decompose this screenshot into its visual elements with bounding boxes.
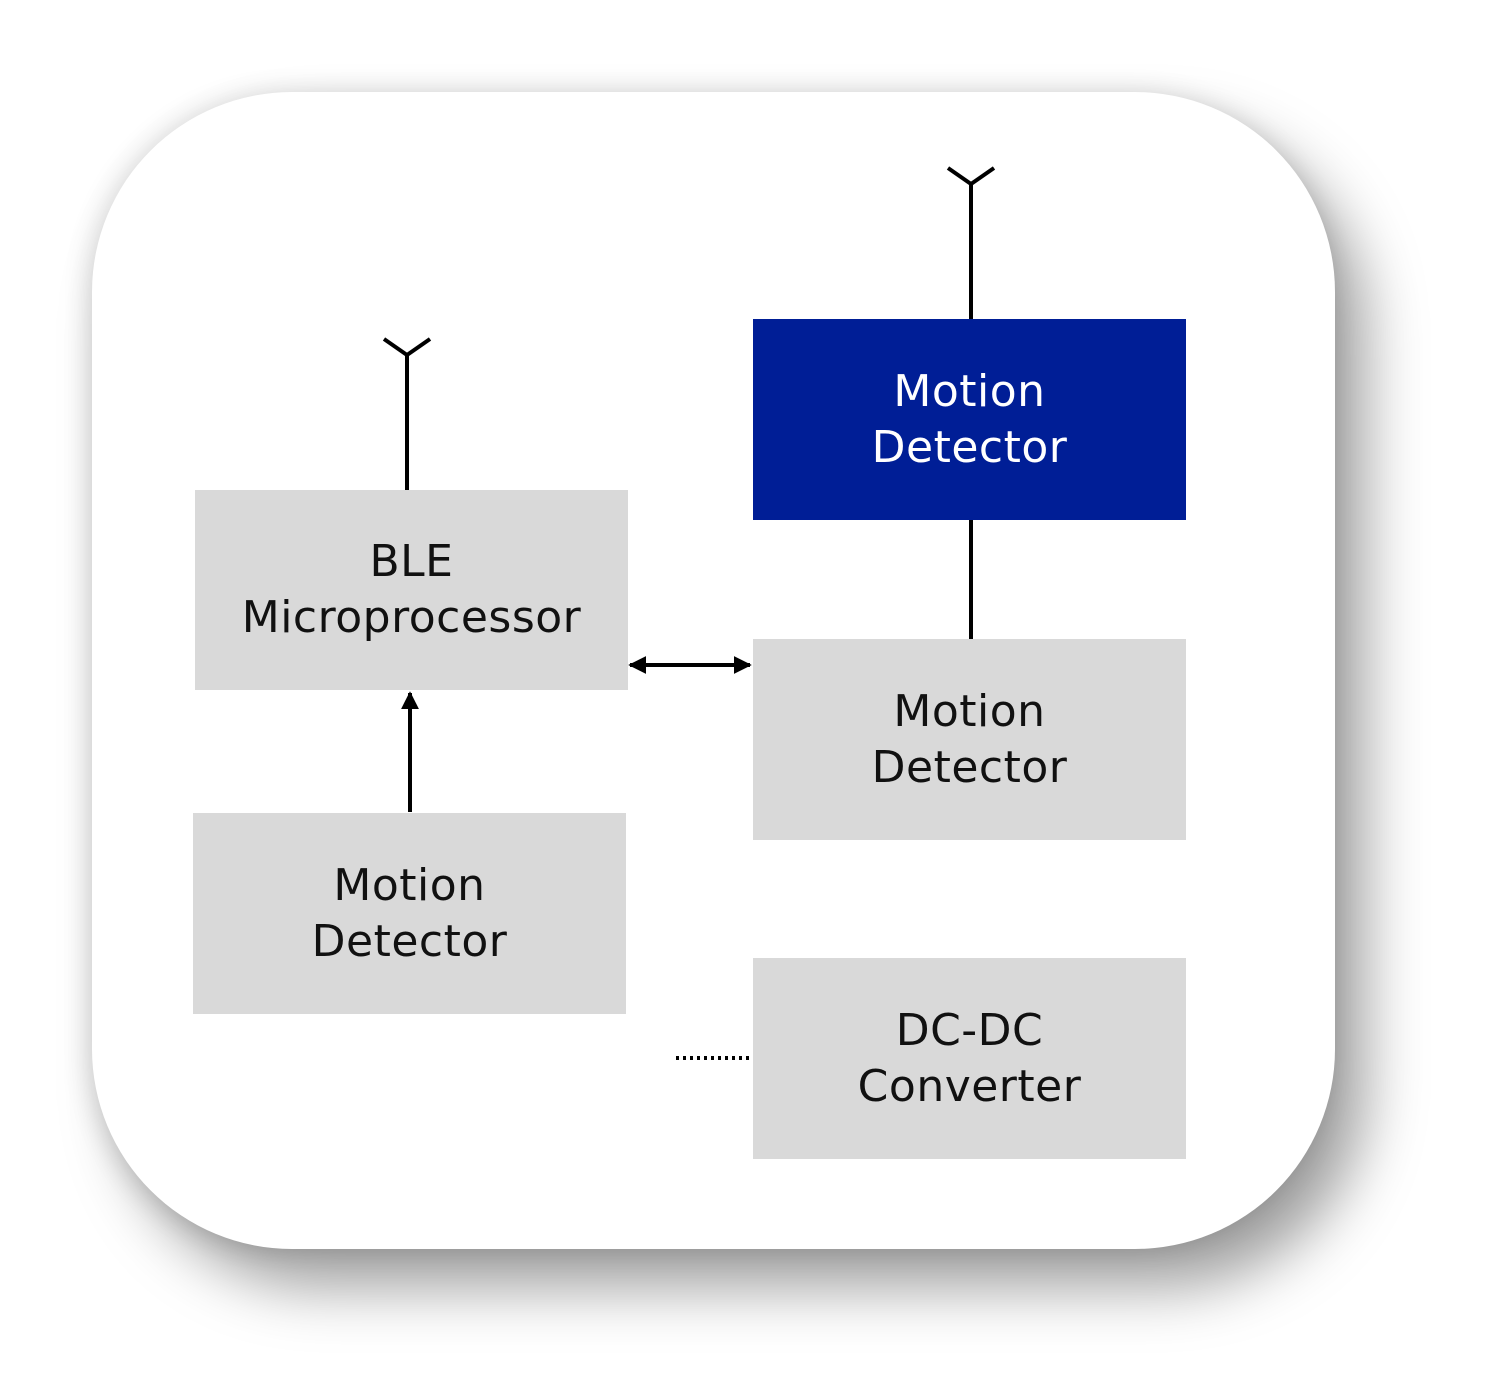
dc-dc-converter-block: DC-DC Converter bbox=[753, 958, 1186, 1159]
ble-microprocessor-block: BLE Microprocessor bbox=[195, 490, 628, 690]
motion-detector-block-highlighted: Motion Detector bbox=[753, 319, 1186, 520]
motion-detector-block-left: Motion Detector bbox=[193, 813, 626, 1014]
motion-detector-block-right: Motion Detector bbox=[753, 639, 1186, 840]
